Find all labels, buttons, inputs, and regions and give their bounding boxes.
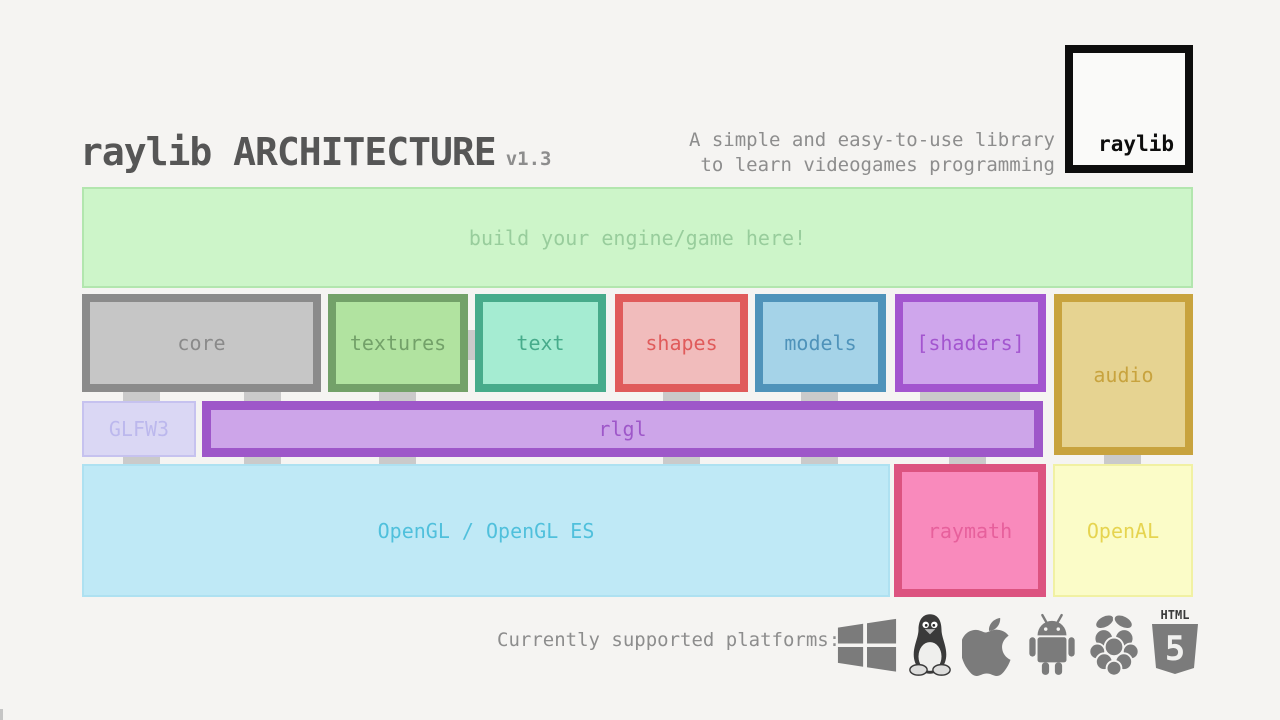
connector (244, 392, 281, 402)
opengl-box: OpenGL / OpenGL ES (82, 464, 890, 597)
module-audio-label: audio (1093, 362, 1154, 387)
engine-box: build your engine/game here! (82, 187, 1193, 288)
tagline-line1: A simple and easy-to-use library (688, 129, 1055, 151)
windows-icon (836, 612, 898, 678)
svg-text:5: 5 (1165, 629, 1185, 669)
platform-icons: HTML 5 (836, 602, 1201, 678)
connector (1104, 453, 1141, 465)
connector-wide (920, 392, 1020, 402)
module-textures: textures (328, 294, 468, 392)
connector (801, 392, 838, 402)
connector (663, 392, 700, 402)
linux-icon (907, 610, 953, 678)
module-core: core (82, 294, 321, 392)
raylib-logo: raylib (1065, 45, 1193, 173)
connector (663, 455, 700, 465)
openal-label: OpenAL (1086, 518, 1160, 543)
apple-icon (962, 612, 1016, 678)
page-title: raylib ARCHITECTURE v1.3 (80, 130, 551, 174)
module-shapes: shapes (615, 294, 748, 392)
opengl-label: OpenGL / OpenGL ES (377, 518, 595, 543)
tagline: A simple and easy-to-use library to lear… (689, 128, 1055, 178)
connector (379, 455, 416, 465)
connector (801, 455, 838, 465)
corner-sliver (0, 709, 3, 720)
page-title-text: raylib ARCHITECTURE (80, 130, 497, 174)
version-label: v1.3 (505, 148, 552, 170)
glfw3-box: GLFW3 (82, 401, 196, 457)
module-shapes-label: shapes (645, 331, 718, 355)
raymath-box: raymath (894, 464, 1046, 597)
module-audio: audio (1054, 294, 1193, 455)
tagline-line2: to learn videogames programming (700, 154, 1055, 176)
openal-box: OpenAL (1053, 464, 1193, 597)
rlgl-box: rlgl (202, 401, 1043, 457)
connector (379, 392, 416, 402)
platforms-label: Currently supported platforms: (497, 629, 841, 651)
module-shaders: [shaders] (895, 294, 1046, 392)
raylib-logo-text: raylib (1098, 132, 1174, 156)
module-models-label: models (784, 331, 857, 355)
module-text-label: text (516, 331, 565, 355)
module-text: text (475, 294, 606, 392)
android-icon (1025, 612, 1079, 678)
html5-icon: HTML 5 (1149, 608, 1201, 678)
module-textures-label: textures (349, 331, 447, 355)
connector (244, 455, 281, 465)
rlgl-label: rlgl (598, 417, 647, 441)
connector (123, 392, 160, 402)
connector (949, 455, 986, 465)
glfw3-label: GLFW3 (108, 417, 170, 441)
connector (123, 455, 160, 465)
module-core-label: core (177, 331, 226, 355)
raspberry-pi-icon (1088, 612, 1140, 678)
svg-text:HTML: HTML (1161, 608, 1190, 622)
module-models: models (755, 294, 886, 392)
raymath-label: raymath (927, 518, 1013, 543)
module-shaders-label: [shaders] (916, 331, 1025, 355)
engine-box-label: build your engine/game here! (468, 225, 807, 250)
